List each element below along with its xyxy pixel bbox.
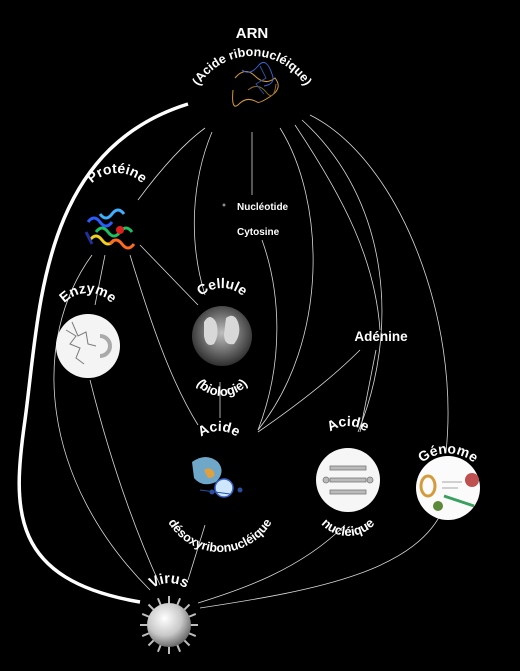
node-acide-nucleique[interactable]: Acide nucléique [316,413,380,539]
edge-arn-adn [257,127,314,431]
cellule-label: Cellule [194,275,251,299]
rna-structure-image [232,61,279,107]
edges [17,102,449,609]
acide-nucleique-label-arc: Acide [324,413,372,434]
edge-arn-cellule [193,131,213,296]
dna-image [192,457,243,498]
edge-adn-virus [187,524,206,581]
nucleotide-image [222,203,226,207]
node-arn[interactable]: ARN (Acide ribonucléique) [189,25,315,107]
proteine-label-arc: Protéine [84,160,151,186]
proteine-label: Protéine [84,160,151,186]
adn-label-arc: Acide [195,418,243,439]
node-virus[interactable]: Virus [140,571,198,654]
cellule-label-arc: Cellule [194,275,251,299]
acide-nucleique-label: Acide [324,413,372,434]
edge-proteine-enzyme [94,254,106,306]
edge-genome-virus [199,504,446,609]
acide-nucleique-sublabel: nucléique [319,515,377,539]
arn-subtitle: (Acide ribonucléique) [189,45,314,88]
adn-sublabel-arc: désoxyribonucléique [166,516,275,555]
edge-adenine-adn [257,349,361,433]
enzyme-label-arc: Enzyme [56,280,120,306]
node-nucleotide[interactable]: Nucléotide [222,202,289,213]
edge-arn-genome [309,114,449,453]
node-proteine[interactable]: Protéine [84,160,151,250]
edge-acide-nucleique-virus [197,524,346,604]
nucleotide-label: Nucléotide [237,202,289,213]
nucleic-acid-image-detail [322,465,374,495]
virus-label-arc: Virus [147,571,192,592]
cytosine-label: Cytosine [237,227,280,238]
enzyme-image-detail [65,321,112,365]
arn-title: ARN [236,25,269,42]
virus-image [147,603,191,647]
node-enzyme[interactable]: Enzyme [56,280,120,378]
edge-cytosine-adn [257,239,278,431]
edge-proteine-cellule [139,244,199,306]
edge-arn-adenine [294,124,381,331]
cell-image [192,306,252,366]
node-cellule[interactable]: Cellule (biologie) [192,275,252,399]
edge-arn-acide-nucleique [301,119,383,433]
edge-adenine-acide-nucleique [359,349,377,433]
adenine-label: Adénine [354,329,408,344]
edge-arn-virus [17,102,189,604]
node-cytosine[interactable]: Cytosine [237,227,280,238]
genome-image-detail [419,473,479,511]
virus-label: Virus [147,571,192,592]
arn-subtitle-text: (Acide ribonucléique) [189,45,314,88]
acide-nucleique-sublabel-arc: nucléique [319,515,377,539]
cell-image-detail [204,315,240,345]
node-genome[interactable]: Génome [415,440,482,520]
node-adenine[interactable]: Adénine [354,329,408,344]
enzyme-image [56,314,120,378]
edge-arn-proteine [137,127,206,201]
adn-sublabel: désoxyribonucléique [166,516,275,555]
adn-label: Acide [195,418,243,439]
cellule-sublabel: (biologie) [194,376,250,399]
protein-structure-image [84,208,136,250]
edge-proteine-adn [129,254,199,426]
node-adn[interactable]: Acide désoxyribonucléique [166,418,275,555]
edge-enzyme-virus [89,379,161,586]
edge-proteine-virus [53,254,151,591]
enzyme-label: Enzyme [56,280,120,306]
cellule-sublabel-arc: (biologie) [194,376,250,399]
